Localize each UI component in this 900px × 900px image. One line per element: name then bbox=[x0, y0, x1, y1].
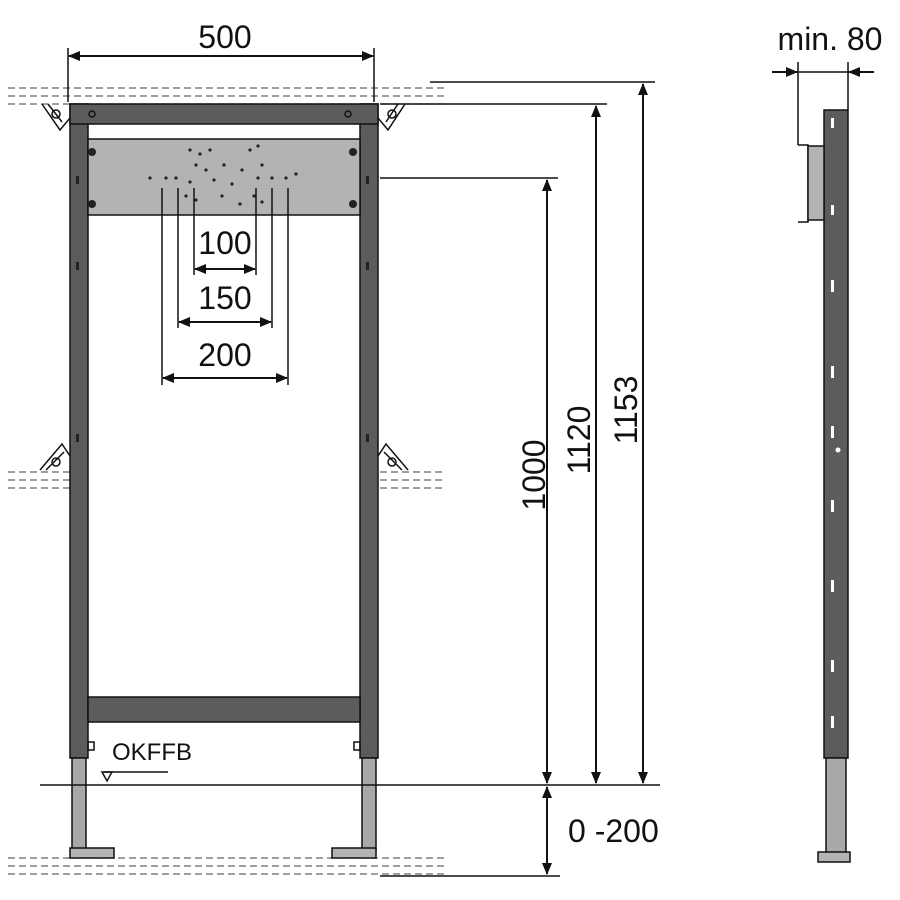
side-plate bbox=[807, 145, 825, 221]
width-label: 500 bbox=[198, 19, 251, 55]
middle-wall-band-right bbox=[380, 471, 445, 489]
spacing-100-label: 100 bbox=[198, 225, 251, 261]
side-depth-label: min. 80 bbox=[778, 21, 883, 57]
side-bracket bbox=[798, 144, 809, 223]
right-leg bbox=[361, 757, 377, 851]
leg-adjust-label: 0 -200 bbox=[568, 813, 659, 849]
side-upright bbox=[823, 109, 849, 759]
height-dimensions: 1000 1120 1153 0 -200 bbox=[40, 81, 660, 877]
frame-front-view bbox=[69, 103, 379, 859]
floor-reference-marker: OKFFB bbox=[100, 739, 192, 783]
width-dimension: 500 bbox=[67, 19, 375, 102]
okffb-label: OKFFB bbox=[112, 739, 192, 766]
middle-wall-band-left bbox=[8, 471, 70, 489]
left-leg bbox=[71, 757, 87, 851]
spacing-150-label: 150 bbox=[198, 280, 251, 316]
right-foot bbox=[331, 847, 377, 859]
top-right-wall-bracket bbox=[377, 103, 406, 132]
hole-spacing-dimensions: 100 150 200 bbox=[161, 188, 289, 385]
frame-side-view: min. 80 bbox=[772, 21, 883, 863]
side-foot bbox=[817, 851, 851, 863]
left-foot bbox=[69, 847, 115, 859]
floor-band bbox=[8, 857, 445, 875]
spacing-200-label: 200 bbox=[198, 337, 251, 373]
height-1120-label: 1120 bbox=[561, 406, 597, 475]
top-left-wall-bracket bbox=[41, 103, 71, 132]
top-rail bbox=[69, 103, 379, 125]
plate-hole-pattern bbox=[148, 144, 298, 206]
mid-right-wall-bracket bbox=[377, 442, 409, 471]
bottom-rail bbox=[87, 696, 361, 723]
mounting-plate bbox=[87, 138, 361, 216]
height-1153-label: 1153 bbox=[608, 376, 644, 445]
mid-left-wall-bracket bbox=[39, 442, 71, 471]
ceiling-wall-band bbox=[8, 87, 445, 105]
side-leg bbox=[825, 757, 847, 857]
left-upright bbox=[69, 103, 89, 759]
height-1000-label: 1000 bbox=[516, 439, 552, 510]
right-upright bbox=[359, 103, 379, 759]
